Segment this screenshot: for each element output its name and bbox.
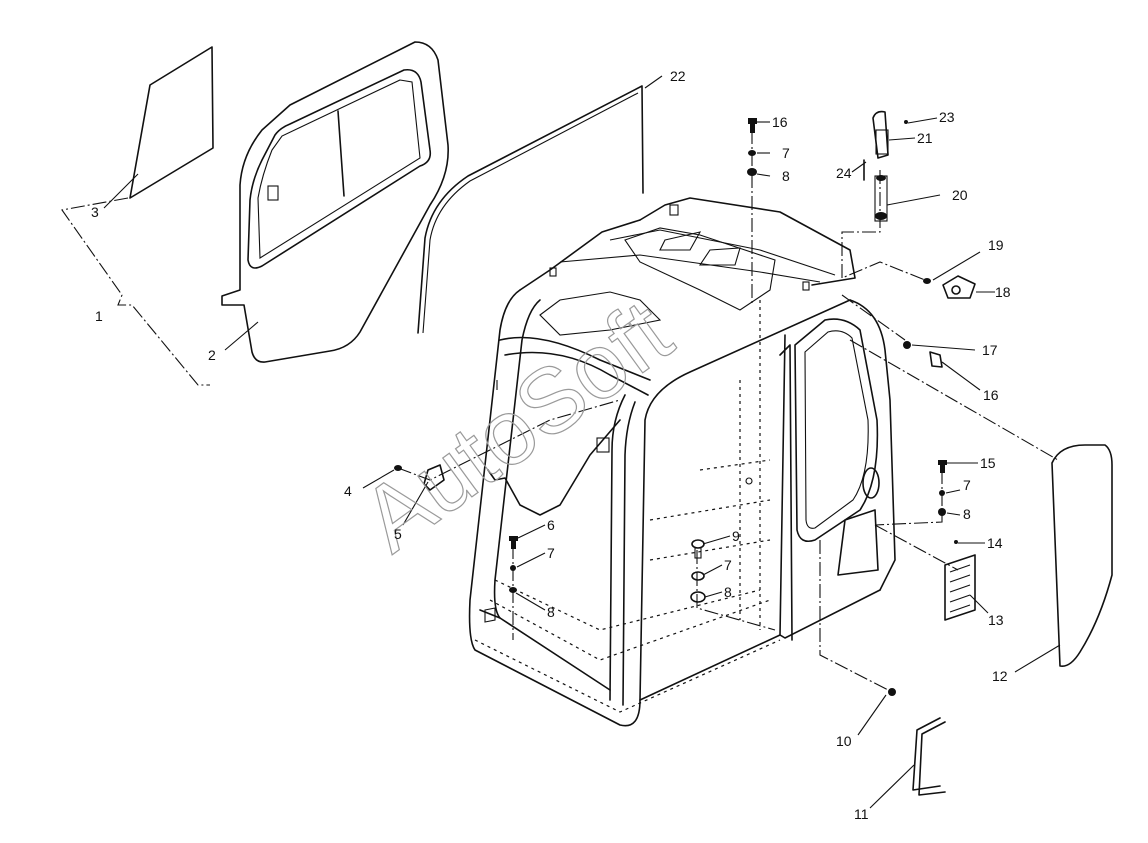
callout-15: 15 <box>980 455 996 471</box>
glass-pane-part-3 <box>129 46 214 199</box>
callout-5: 5 <box>394 526 402 542</box>
callout-20: 20 <box>952 187 968 203</box>
callout-2: 2 <box>208 347 216 363</box>
callout-24: 24 <box>836 165 852 181</box>
cab-door-part-2 <box>221 41 449 363</box>
callout-12: 12 <box>992 668 1008 684</box>
callout-8d: 8 <box>782 168 790 184</box>
callout-21: 21 <box>917 130 933 146</box>
cab-frame <box>468 197 896 727</box>
callout-8c: 8 <box>963 506 971 522</box>
callout-19: 19 <box>988 237 1004 253</box>
callout-18: 18 <box>995 284 1011 300</box>
callout-9: 9 <box>732 528 740 544</box>
callout-17: 17 <box>982 342 998 358</box>
callout-16a: 16 <box>772 114 788 130</box>
callout-7b: 7 <box>724 557 732 573</box>
callout-6: 6 <box>547 517 555 533</box>
callout-23: 23 <box>939 109 955 125</box>
assembly-lines <box>61 130 1059 693</box>
callout-7a: 7 <box>547 545 555 561</box>
callout-1: 1 <box>95 308 103 324</box>
callout-labels: 1 2 3 4 5 6 7 8 9 7 8 10 11 12 13 14 15 … <box>91 68 1011 822</box>
hardware-parts <box>394 110 976 796</box>
callout-8b: 8 <box>724 584 732 600</box>
callout-3: 3 <box>91 204 99 220</box>
callout-7d: 7 <box>782 145 790 161</box>
callout-10: 10 <box>836 733 852 749</box>
callout-16b: 16 <box>983 387 999 403</box>
callout-13: 13 <box>988 612 1004 628</box>
callout-8a: 8 <box>547 604 555 620</box>
door-seal-part-22 <box>417 85 644 334</box>
callout-22: 22 <box>670 68 686 84</box>
callout-4: 4 <box>344 483 352 499</box>
callout-14: 14 <box>987 535 1003 551</box>
rear-glass-part-12 <box>1051 444 1113 668</box>
callout-11: 11 <box>854 806 869 822</box>
leader-lines <box>103 75 1061 809</box>
callout-7c: 7 <box>963 477 971 493</box>
